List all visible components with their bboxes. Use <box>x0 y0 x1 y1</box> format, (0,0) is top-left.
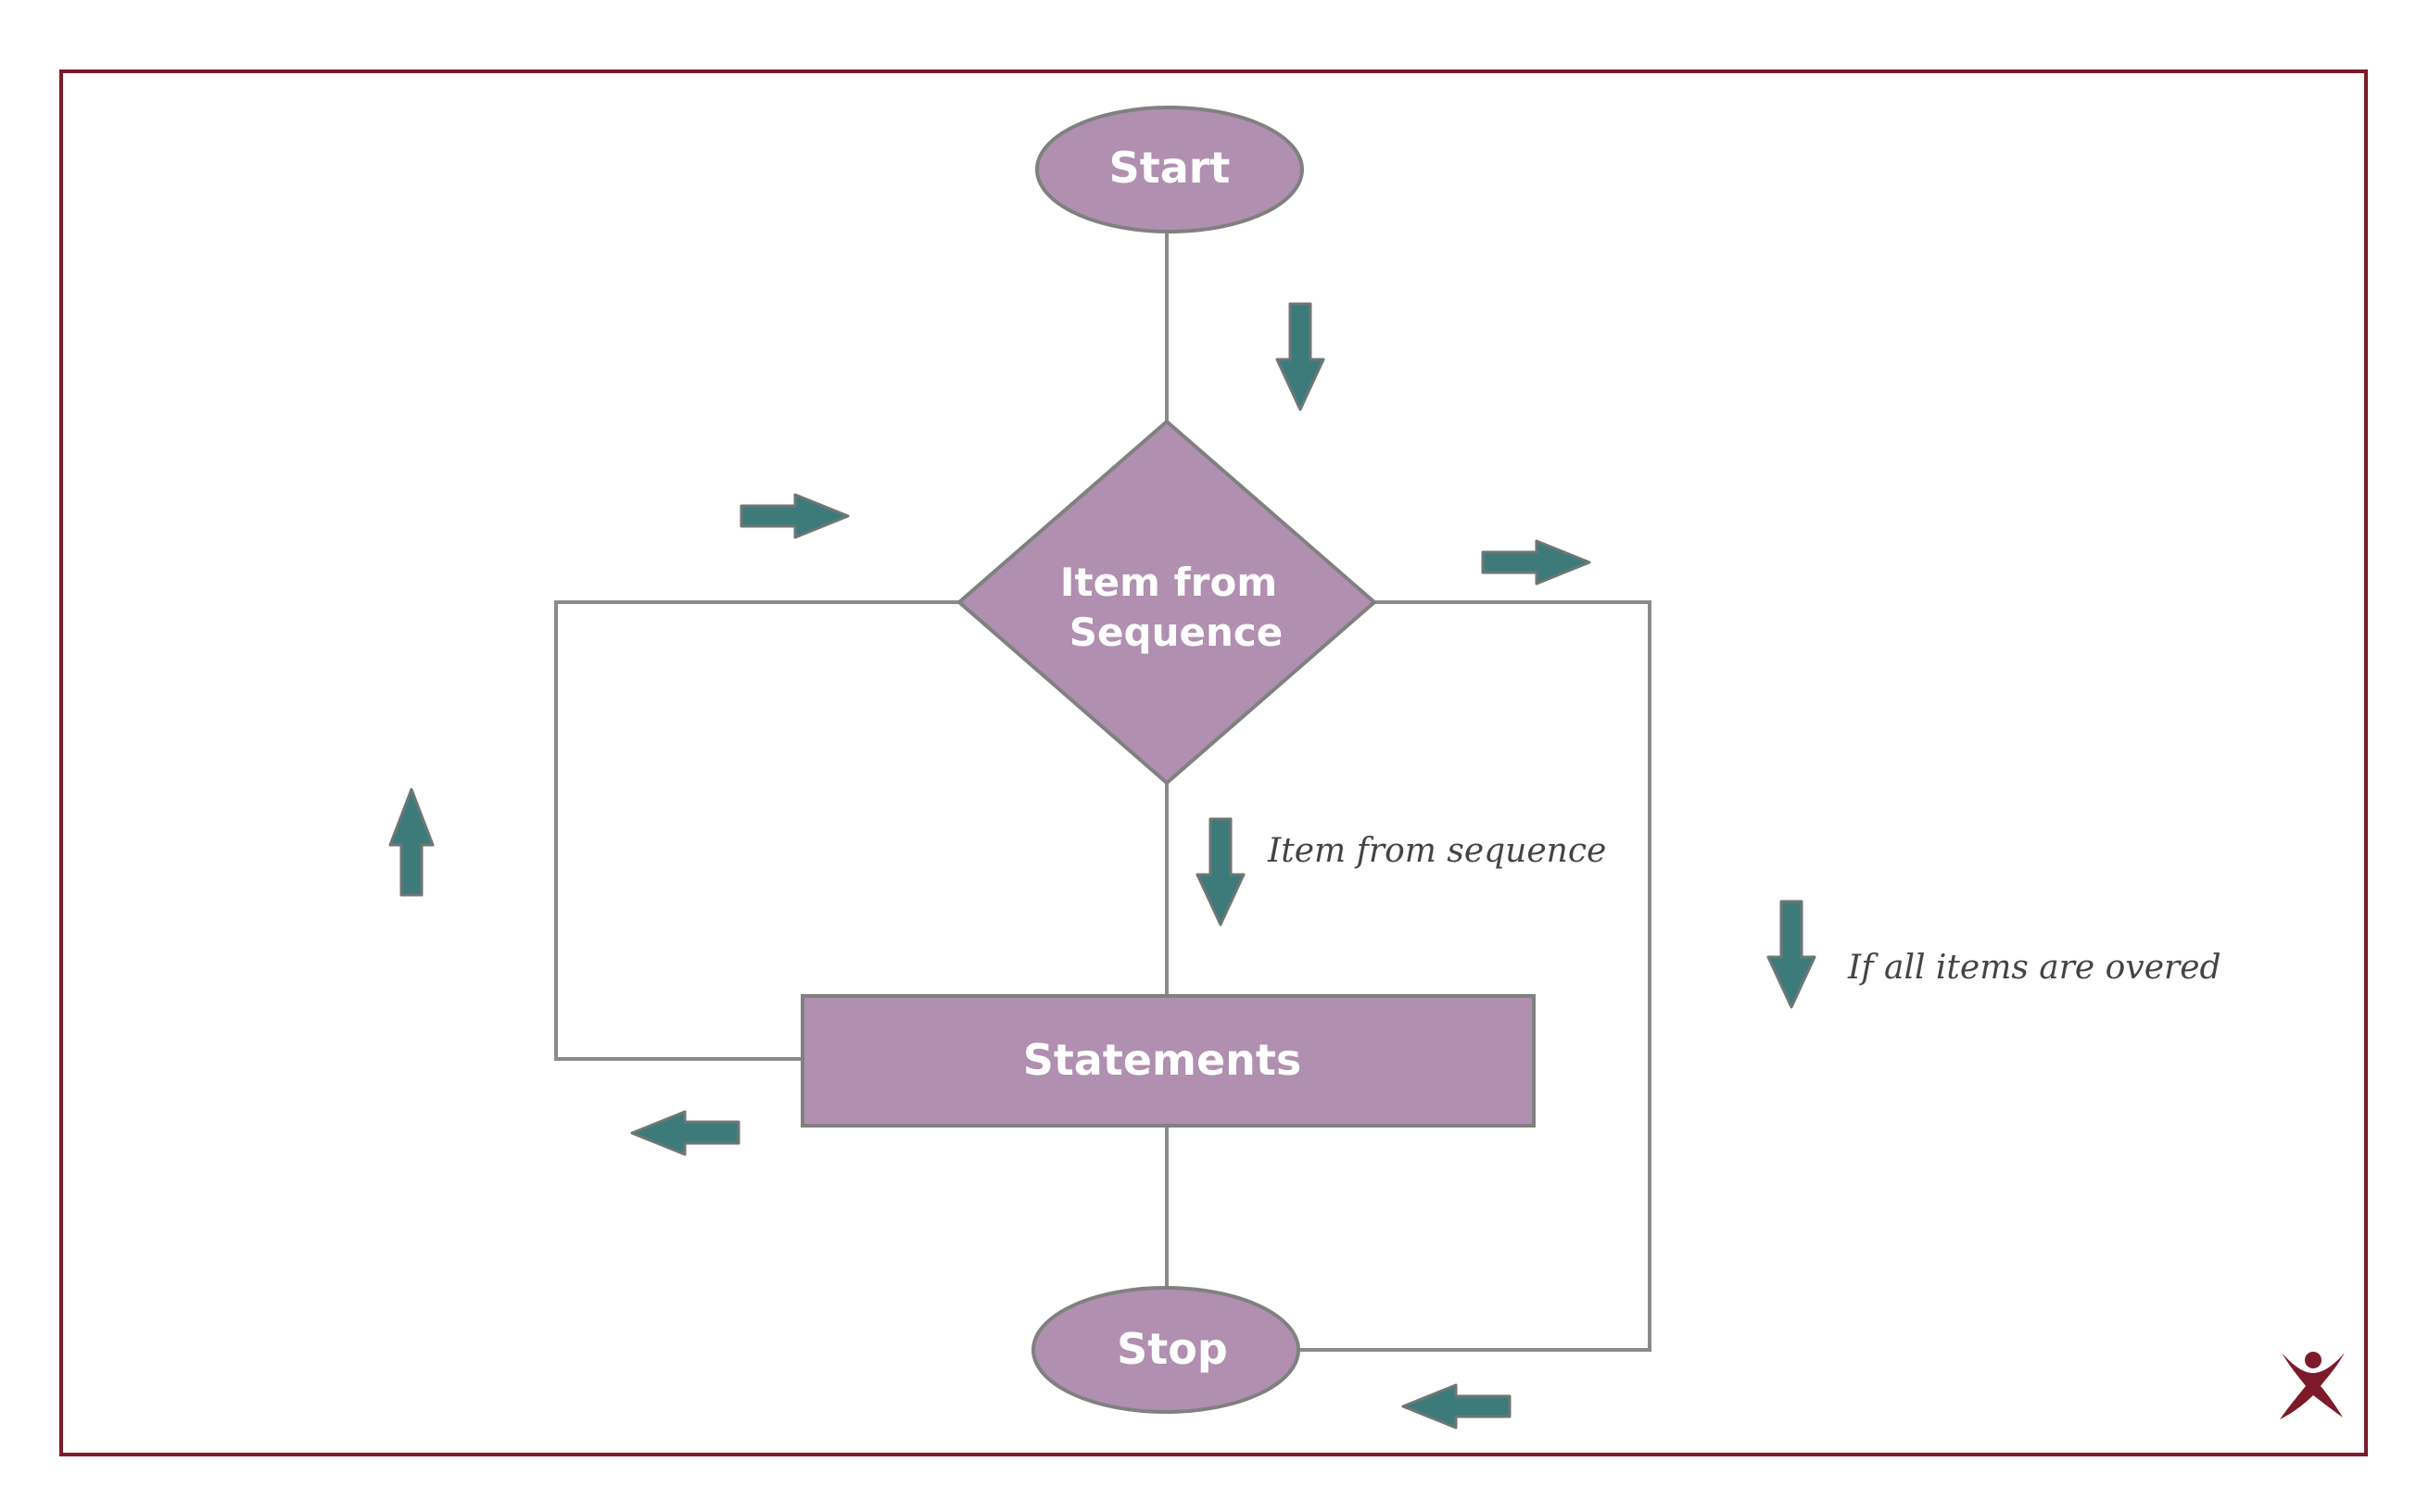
arrow-right-icon <box>740 493 850 539</box>
connector-loop-back <box>554 600 959 1061</box>
start-ellipse <box>1035 106 1304 233</box>
stop-ellipse <box>1031 1286 1300 1414</box>
stop-label: Stop <box>1117 1324 1228 1374</box>
arrow-down-icon <box>1196 817 1246 926</box>
decision-node: Item from Sequence <box>955 419 1378 786</box>
start-node: Start <box>1035 106 1304 233</box>
decision-label-line1: Item from <box>1060 560 1277 605</box>
stop-node: Stop <box>1031 1286 1300 1414</box>
diagram-frame <box>59 69 2368 1456</box>
statements-label: Statements <box>1023 1035 1302 1085</box>
note-item-from-sequence: Item from sequence <box>1267 832 1606 870</box>
statements-node: Statements <box>801 994 1536 1128</box>
start-label: Start <box>1109 143 1231 193</box>
arrow-down-icon <box>1766 900 1816 1009</box>
flow-arrows <box>388 302 1816 1430</box>
arrow-left-icon <box>630 1110 740 1156</box>
decision-diamond <box>955 419 1378 786</box>
note-all-items-covered: If all items are overed <box>1847 949 2221 987</box>
arrow-up-icon <box>388 788 435 897</box>
person-logo-icon <box>2280 1352 2345 1419</box>
arrow-left-icon <box>1401 1383 1512 1430</box>
decision-label-line2: Sequence <box>1069 610 1283 655</box>
connectors <box>554 233 1651 1352</box>
arrow-down-icon <box>1275 302 1325 411</box>
arrow-right-icon <box>1481 539 1591 586</box>
connector-exit-to-stop <box>1297 600 1651 1352</box>
statements-rect <box>801 994 1536 1128</box>
